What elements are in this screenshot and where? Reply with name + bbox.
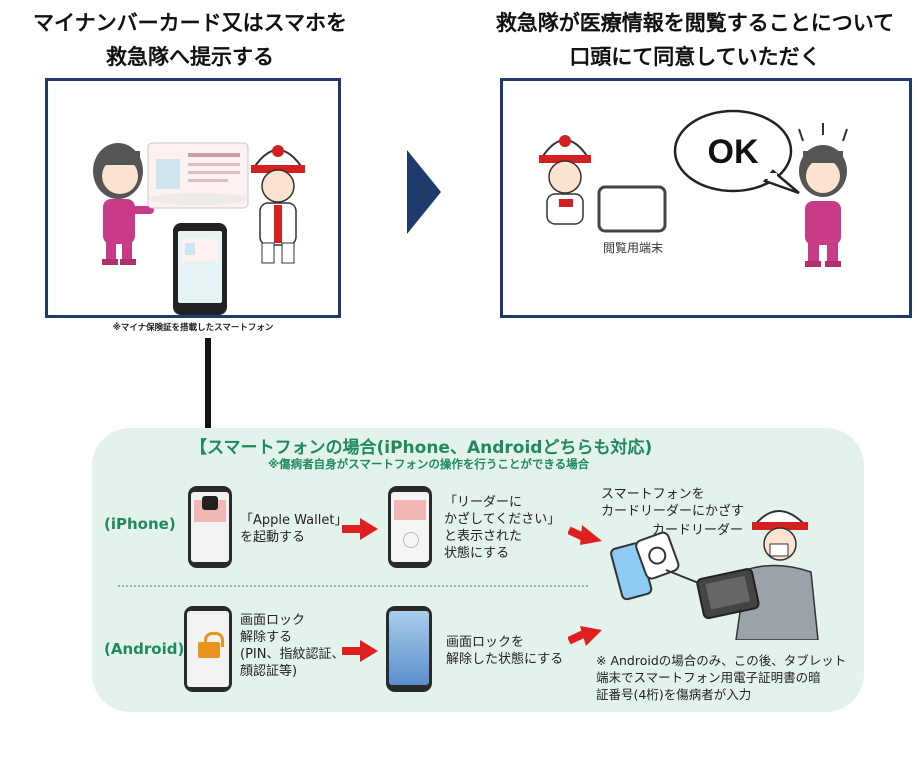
rescue-worker-illustration <box>539 135 591 225</box>
android-unlocked-phone <box>386 606 432 692</box>
hold-phone-text: スマートフォンを カードリーダーにかざす <box>601 487 745 519</box>
tablet-label: 閲覧用端末 <box>602 241 663 255</box>
speech-ok-text: OK <box>707 133 759 171</box>
mynumber-card-illustration <box>147 142 249 209</box>
rescue-worker-illustration <box>696 510 819 640</box>
iphone-wallet-phone <box>188 486 232 568</box>
unlock-icon <box>198 642 220 658</box>
smartphone-illustration <box>173 223 227 315</box>
right-panel-illustration <box>539 109 848 267</box>
left-panel-illustration <box>93 142 305 315</box>
right-panel: OK 閲覧用端末 <box>500 78 912 318</box>
right-step-title: 救急隊が医療情報を閲覧することについて 口頭にて同意していただく <box>480 6 910 74</box>
android-step1-text: 画面ロック 解除する (PIN、指紋認証、 顔認証等) <box>240 613 345 679</box>
viewing-tablet-illustration <box>597 185 667 233</box>
iphone-label: (iPhone) <box>104 515 176 533</box>
red-arrow-icon <box>342 640 378 662</box>
left-title-line2: 救急隊へ提示する <box>106 45 274 69</box>
left-caption: ※マイナ保険証を搭載したスマートフォン <box>112 323 274 333</box>
android-step2-text: 画面ロックを 解除した状態にする <box>446 635 564 667</box>
android-lock-phone <box>184 606 232 692</box>
left-title-line1: マイナンバーカード又はスマホを <box>33 11 347 35</box>
left-step-title: マイナンバーカード又はスマホを 救急隊へ提示する <box>30 6 350 74</box>
iphone-step2-text: 「リーダーに かざしてください」 と表示された 状態にする <box>444 495 561 561</box>
right-title-line1: 救急隊が医療情報を閲覧することについて <box>495 11 895 35</box>
iphone-step1-text: 「Apple Wallet」 を起動する <box>240 513 348 545</box>
card-reader-illustration <box>635 531 680 580</box>
wallet-icon <box>202 496 218 510</box>
card-reader-label: カードリーダー <box>652 523 744 538</box>
navy-chevron-icon <box>407 150 441 234</box>
iphone-reader-phone <box>388 486 432 568</box>
smartphone-section-title: 【スマートフォンの場合(iPhone、Androidどちらも対応) <box>190 438 653 458</box>
row-divider <box>118 585 588 587</box>
smartphone-section-subtitle: ※傷病者自身がスマートフォンの操作を行うことができる場合 <box>268 457 590 471</box>
card-reader-scene-illustration <box>610 510 819 640</box>
android-note-text: ※ Androidの場合のみ、この後、タブレット 端末でスマートフォン用電子証明… <box>596 653 847 702</box>
speech-bubble <box>673 109 800 195</box>
red-arrow-icon <box>342 518 378 540</box>
left-panel <box>45 78 341 318</box>
patient-illustration <box>93 143 154 265</box>
patient-illustration <box>798 123 848 267</box>
android-label: (Android) <box>104 640 185 658</box>
red-arrow-icon <box>568 525 602 545</box>
red-arrow-icon <box>568 626 602 646</box>
right-title-line2: 口頭にて同意していただく <box>569 45 821 69</box>
rescue-worker-illustration <box>251 145 305 264</box>
